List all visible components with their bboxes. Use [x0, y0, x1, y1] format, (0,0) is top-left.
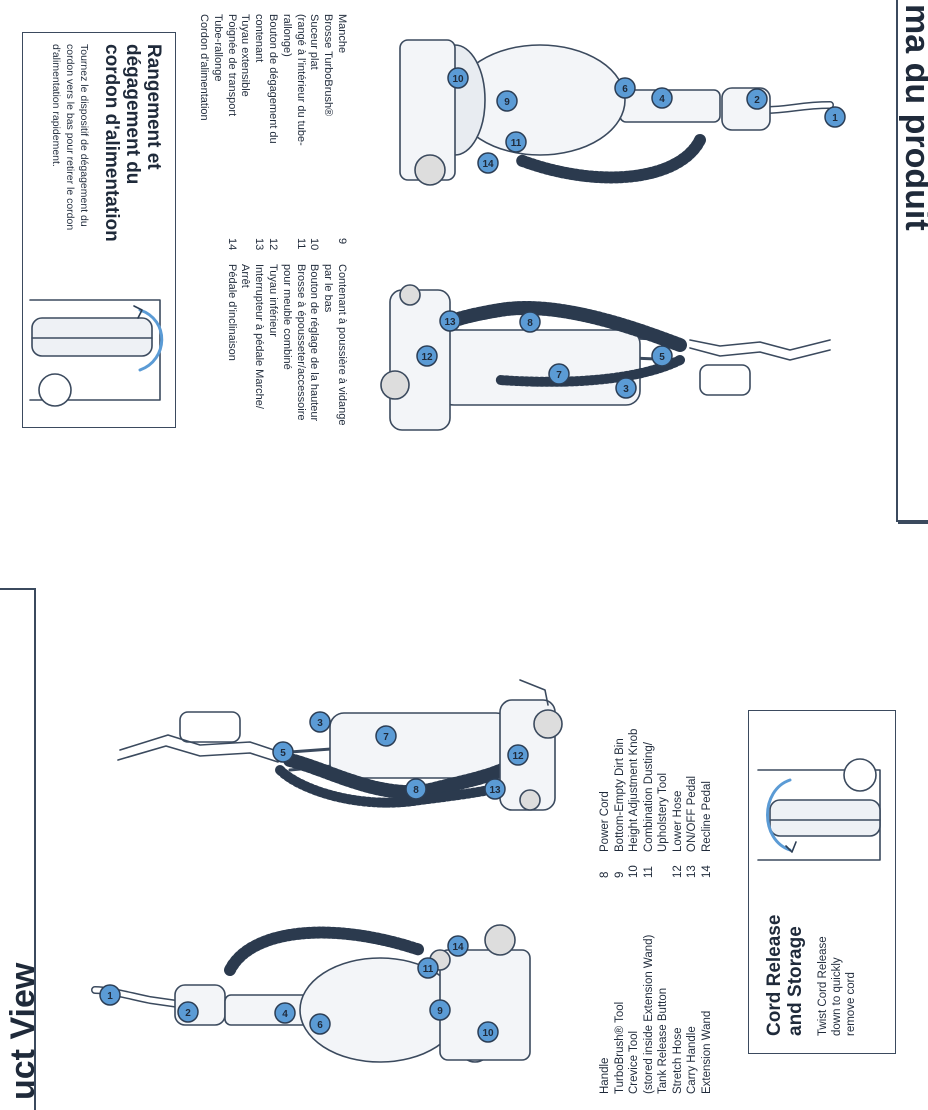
svg-text:14: 14: [452, 942, 464, 953]
svg-text:7: 7: [556, 370, 562, 381]
callout-badge: 12: [507, 744, 529, 766]
callout-badge: 6: [614, 77, 636, 99]
svg-text:2: 2: [185, 1008, 191, 1019]
svg-text:8: 8: [413, 785, 419, 796]
callout-badge: 10: [477, 1021, 499, 1043]
callouts-english: 1 2 3 4 5 6 7 8 9 10 11 12 13 14: [99, 711, 529, 1043]
french-frame: [898, 0, 928, 524]
callout-badge: 8: [519, 311, 541, 333]
callout-badge: 1: [824, 106, 846, 128]
french-frame-bottom: [896, 520, 928, 522]
svg-text:10: 10: [482, 1028, 494, 1039]
callout-badge: 11: [417, 957, 439, 979]
callout-badge: 14: [447, 935, 469, 957]
svg-text:12: 12: [421, 352, 433, 363]
svg-text:13: 13: [444, 317, 456, 328]
callout-badge: 5: [272, 741, 294, 763]
svg-text:3: 3: [623, 384, 629, 395]
vacuum-front-view-french: [380, 284, 831, 431]
callouts-french: 1 2 3 4 5 6 7 8 9 10 11 12 13 14: [416, 67, 846, 399]
svg-text:1: 1: [107, 991, 113, 1002]
cord-release-illustration-english: [757, 758, 881, 861]
vacuum-side-view-english: [91, 924, 531, 1063]
callout-badge: 1: [99, 984, 121, 1006]
svg-text:8: 8: [527, 318, 533, 329]
svg-text:13: 13: [489, 785, 501, 796]
callout-badge: 7: [375, 725, 397, 747]
callout-badge: 3: [615, 377, 637, 399]
callout-badge: 4: [274, 1002, 296, 1024]
callout-badge: 5: [651, 345, 673, 367]
vacuum-side-view-french: [399, 39, 834, 186]
svg-text:11: 11: [423, 964, 434, 975]
svg-text:9: 9: [504, 97, 510, 108]
svg-text:5: 5: [280, 748, 286, 759]
callout-badge: 6: [309, 1013, 331, 1035]
callout-badge: 9: [429, 999, 451, 1021]
callout-badge: 4: [651, 87, 673, 109]
callout-badge: 13: [439, 310, 461, 332]
french-frame-left: [896, 0, 898, 522]
callout-badge: 8: [405, 778, 427, 800]
callout-badge: 3: [309, 711, 331, 733]
callout-badge: 12: [416, 345, 438, 367]
svg-text:6: 6: [317, 1020, 323, 1031]
callout-badge: 7: [548, 363, 570, 385]
cord-release-box-french: [22, 32, 176, 428]
cord-release-illustration-french: [29, 299, 164, 407]
svg-text:1: 1: [832, 113, 838, 124]
callout-badge: 2: [746, 88, 768, 110]
svg-text:4: 4: [282, 1009, 288, 1020]
svg-text:14: 14: [482, 159, 494, 170]
callout-badge: 13: [484, 778, 506, 800]
svg-text:5: 5: [659, 352, 665, 363]
callout-badge: 11: [505, 131, 527, 153]
callout-badge: 14: [477, 152, 499, 174]
svg-text:7: 7: [383, 732, 389, 743]
svg-text:4: 4: [659, 94, 665, 105]
callout-badge: 10: [447, 67, 469, 89]
svg-text:3: 3: [317, 718, 323, 729]
callout-badge: 9: [496, 90, 518, 112]
svg-text:9: 9: [437, 1006, 443, 1017]
english-frame: [0, 588, 36, 1110]
svg-text:12: 12: [512, 751, 524, 762]
callout-badge: 2: [177, 1001, 199, 1023]
svg-text:6: 6: [622, 84, 628, 95]
svg-text:2: 2: [754, 95, 760, 106]
svg-text:11: 11: [511, 138, 522, 149]
svg-text:10: 10: [452, 74, 464, 85]
